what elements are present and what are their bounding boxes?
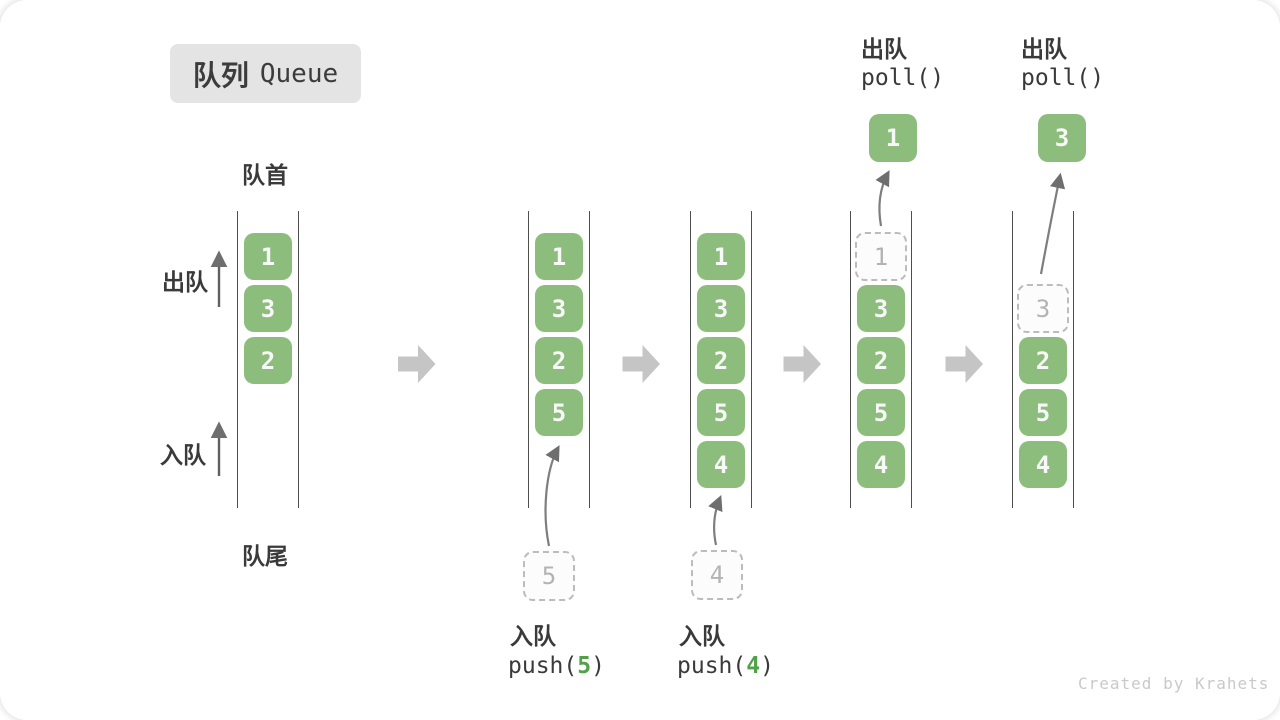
queue-item: 1 [697,233,745,280]
queue-item: 5 [535,389,583,436]
watermark-credit: Created by Krahets [1078,674,1270,693]
queue-item: 3 [697,285,745,332]
stage-arrow-2-icon [622,345,660,383]
dequeue-side-label: 出队 [162,269,208,295]
push-5-fn-open: push( [508,653,578,679]
push-4-arg: 4 [746,653,761,679]
push-4-op-label: 入队 [679,623,725,649]
queue-item: 4 [1019,441,1067,488]
queue-stage-5: 3 2 5 4 [1012,211,1074,508]
removed-slot: 3 [1017,284,1069,333]
removed-slot: 1 [855,232,907,281]
queue-stage-2: 1 3 2 5 [528,211,590,508]
queue-item: 5 [1019,389,1067,436]
poll-1-op-code: poll() [861,65,945,91]
title-zh: 队列 [192,59,249,91]
incoming-item-5: 5 [523,551,575,601]
queue-item: 4 [857,441,905,488]
poll-1-op-label: 出队 [861,36,907,62]
queue-item: 1 [535,233,583,280]
queue-item: 2 [535,337,583,384]
outgoing-item-3: 3 [1038,114,1086,162]
queue-item: 5 [697,389,745,436]
queue-item: 3 [857,285,905,332]
poll-3-op-label: 出队 [1021,36,1067,62]
queue-stage-3: 1 3 2 5 4 [690,211,752,508]
queue-item: 4 [697,441,745,488]
queue-item: 1 [244,233,292,280]
incoming-item-4: 4 [691,550,743,600]
title-en: Queue [259,58,339,89]
stage-arrow-1-icon [398,345,436,383]
push-5-fn-close: ) [591,653,605,679]
outgoing-item-1: 1 [869,114,917,162]
queue-item: 2 [857,337,905,384]
queue-stage-1: 1 3 2 [237,211,299,508]
queue-rear-label: 队尾 [242,543,288,569]
push-5-arg: 5 [577,653,592,679]
push-5-op-label: 入队 [510,623,556,649]
push-5-op-code: push(5) [508,653,605,679]
enqueue-side-label: 入队 [160,442,206,468]
queue-item: 2 [1019,337,1067,384]
stage-arrow-4-icon [945,345,983,383]
queue-item: 2 [697,337,745,384]
title-badge: 队列 Queue [170,44,361,103]
queue-item: 5 [857,389,905,436]
push-4-fn-open: push( [677,653,747,679]
stage-arrow-3-icon [783,345,821,383]
queue-item: 3 [535,285,583,332]
poll-3-op-code: poll() [1021,65,1105,91]
queue-item: 2 [244,337,292,384]
push-4-fn-close: ) [760,653,774,679]
queue-item: 3 [244,285,292,332]
push-4-op-code: push(4) [677,653,774,679]
queue-front-label: 队首 [242,162,288,188]
queue-stage-4: 1 3 2 5 4 [850,211,912,508]
